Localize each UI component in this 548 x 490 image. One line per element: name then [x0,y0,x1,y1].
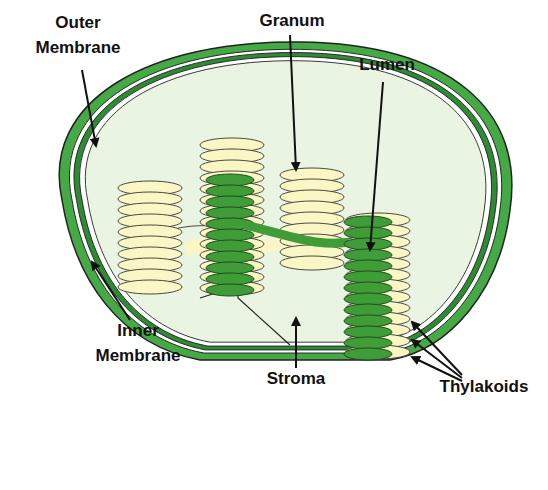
part-label: Stroma [258,366,334,391]
part-label: Outer Membrane [30,10,126,60]
part-label: Thylakoids [426,374,542,399]
part-label: Granum [252,8,332,33]
part-label: Inner Membrane [88,318,188,368]
part-label: Lumen [352,52,422,77]
